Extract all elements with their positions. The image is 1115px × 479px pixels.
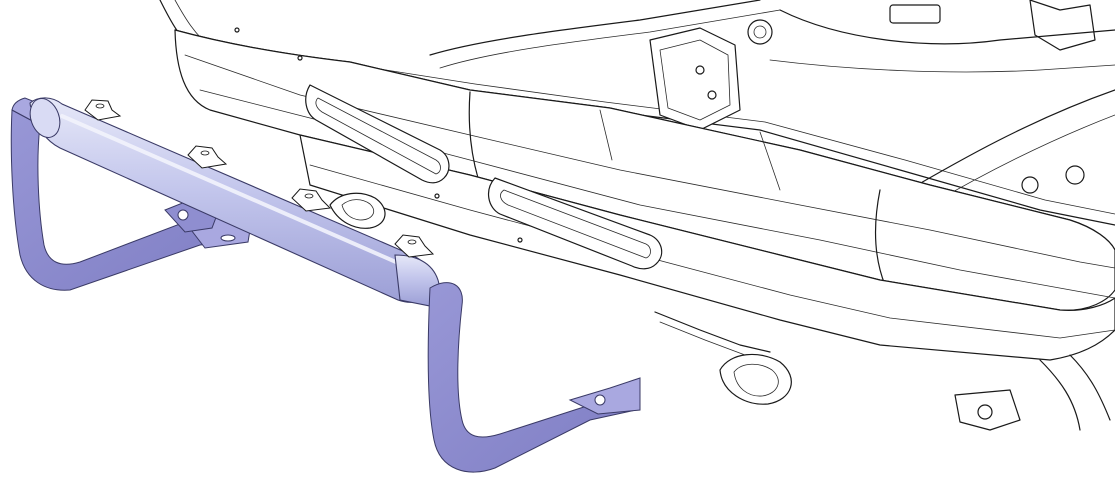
grille-slot-left-inner <box>315 97 441 175</box>
fascia-seam <box>759 131 781 191</box>
chassis-diagonal-arm <box>899 89 1115 196</box>
bumper-lower-line <box>309 164 1115 339</box>
tow-mount-block <box>649 27 741 131</box>
tow-hook-center <box>719 353 792 405</box>
fastener <box>517 237 523 243</box>
grille-slot-right-inner <box>500 189 651 259</box>
fastener <box>434 193 440 199</box>
chassis-side-rail-right <box>779 9 1115 45</box>
bumper-guard-bar <box>10 97 641 473</box>
fascia-seam <box>468 91 479 179</box>
tow-hook-bracket-2 <box>659 321 746 356</box>
mount-hole <box>220 234 236 242</box>
bolt-hole <box>747 19 773 45</box>
fascia-seam <box>599 109 613 161</box>
bolt-hole <box>707 90 717 100</box>
guard-tube-clip <box>291 188 332 212</box>
chassis-side-rail-right-2 <box>769 59 1115 73</box>
tow-hook-left-inner <box>341 199 374 221</box>
bolt-hole <box>1065 165 1085 185</box>
frame-slot <box>889 4 941 24</box>
chassis-cross-member-inner <box>439 9 781 69</box>
guard-tube-highlight <box>60 114 407 268</box>
bumper-crease-line-2 <box>199 89 1115 299</box>
bolt-hole <box>977 404 993 420</box>
guard-right-bracket <box>427 282 639 473</box>
tow-mount-block-face <box>659 39 731 121</box>
lower-right-mount <box>954 389 1021 431</box>
guard-tube-clip <box>187 145 228 169</box>
tow-hook-center-inner <box>733 363 779 397</box>
tow-hook-bracket <box>654 311 771 353</box>
bolt-hole <box>1021 176 1039 194</box>
mount-hole <box>177 209 189 221</box>
grille-slot-left <box>305 84 450 184</box>
mount-hole <box>594 394 606 406</box>
fastener <box>297 55 303 61</box>
tow-hook-left <box>329 192 386 229</box>
bolt-hole <box>695 65 705 75</box>
guard-tube-end-cap <box>29 98 61 138</box>
chassis-cross-member <box>429 0 761 56</box>
fascia-seam <box>874 189 886 286</box>
right-mount-bracket <box>1029 0 1096 51</box>
fastener <box>234 27 240 33</box>
bolt-hole <box>753 25 767 39</box>
guard-tube-clip <box>84 99 122 121</box>
guard-tube-clip <box>394 234 435 258</box>
lower-right-arm <box>1039 354 1111 431</box>
guard-right-mount-tab <box>568 377 641 415</box>
